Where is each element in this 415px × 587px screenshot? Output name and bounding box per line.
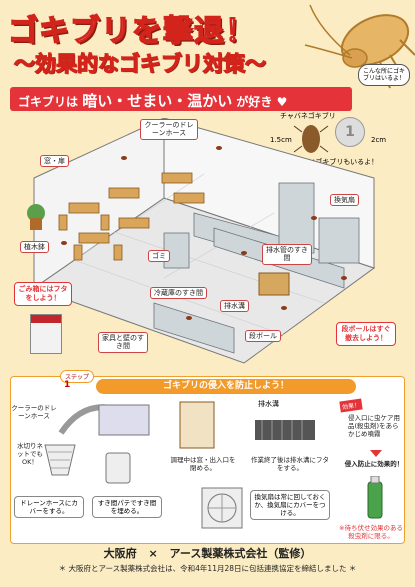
coin-icon: 1 xyxy=(335,117,365,147)
footer-org2: アース製薬株式会社（監修） xyxy=(169,547,312,560)
banner-emphasis: 暗い・せまい・温かい xyxy=(82,92,233,110)
caption-result: 侵入防止に効果的！ xyxy=(344,460,404,468)
trash-note: ごみ箱にはフタをしよう！ xyxy=(14,282,72,306)
cockroach-illustration xyxy=(304,4,415,89)
drain-cover-label: 排水溝 xyxy=(258,400,279,408)
putty-icon xyxy=(105,452,131,484)
arrow-down-icon xyxy=(370,450,382,457)
caption-mesh-cap: 水切りネットでもOK！ xyxy=(17,442,43,467)
label-vent-fan: 換気扇 xyxy=(330,194,359,207)
step-number: 1 xyxy=(64,380,71,390)
trash-can-icon xyxy=(30,314,62,354)
page-subtitle: 〜効果的なゴキブリ対策〜 xyxy=(13,51,266,76)
label-furniture-gap: 家具と壁のすき間 xyxy=(98,332,148,353)
label-plant: 植木鉢 xyxy=(20,241,49,254)
label-fridge-gap: 冷蔵庫のすき間 xyxy=(150,287,207,300)
prevention-heading: ゴキブリの侵入を防止しよう！ xyxy=(96,379,356,394)
footer-orgs: 大阪府 × アース製薬株式会社（監修） xyxy=(0,545,415,561)
cardboard-note: 段ボールはすぐ撤去しよう！ xyxy=(336,322,396,346)
caption-cook-close: 調理中は窓・出入口を閉める。 xyxy=(170,456,236,473)
label-window: 窓・扉 xyxy=(40,155,69,168)
footer-org1: 大阪府 xyxy=(103,547,137,560)
caption-drain-cover: 作業終了後は排水溝にフタをする。 xyxy=(251,456,329,473)
label-cardboard: 段ボール xyxy=(245,330,281,343)
label-cooler-drain: クーラーのドレーンホース xyxy=(140,119,198,140)
banner-suffix: が好き xyxy=(236,95,273,109)
mesh-net-icon xyxy=(44,444,76,476)
heart-icon: ♥ xyxy=(276,95,288,109)
dimension-2: 2cm xyxy=(371,136,387,144)
coin-caption: 1円玉より小さいゴキブリもいるよ！ xyxy=(262,158,379,166)
dimension-1: 1.5cm xyxy=(270,136,292,144)
caption-vent-cover: 換気扇は常に回しておくか、換気扇にカバーをつける。 xyxy=(250,490,330,521)
cockroach-name: チャバネゴキブリ xyxy=(280,112,336,120)
caption-putty: すき間パテですき間を埋める。 xyxy=(92,496,162,519)
caption-entrance-spray: 侵入口に虫ケア用品(殺虫剤)をあらかじめ噴霧 xyxy=(348,414,400,439)
drain-grate-icon xyxy=(255,420,315,440)
window-icon xyxy=(98,404,150,436)
page-title: ゴキブリを撃退！ xyxy=(7,13,256,50)
caption-cooler-hose: クーラーのドレーンホース xyxy=(11,404,57,421)
banner-prefix: ゴキブリは xyxy=(18,95,79,109)
label-drain-pipe: 排水管のすき間 xyxy=(262,244,312,265)
caption-cap-hose: ドレーンホースにカバーをする。 xyxy=(14,496,84,519)
footer-note: ＊ 大阪府とアース製薬株式会社は、令和4年11月28日に包括連携協定を締結しまし… xyxy=(58,564,357,573)
size-bubble: こんな所にゴキブリはいるよ！ xyxy=(358,64,410,87)
label-garbage: ゴミ xyxy=(148,250,170,263)
footer-cross: × xyxy=(148,547,158,560)
vent-fan-icon xyxy=(201,487,243,529)
preference-banner: ゴキブリは 暗い・せまい・温かい が好き ♥ xyxy=(10,87,352,111)
spray-can-icon xyxy=(367,476,383,519)
door-icon xyxy=(179,401,215,449)
step-tag: ステップ xyxy=(60,370,95,383)
kitchen-illustration xyxy=(27,118,376,364)
label-drain-ditch: 排水溝 xyxy=(220,300,249,313)
small-cockroach-icon xyxy=(293,125,329,153)
caption-footnote: ※待ち伏せ効果のある殺虫剤に限る。 xyxy=(339,524,403,541)
